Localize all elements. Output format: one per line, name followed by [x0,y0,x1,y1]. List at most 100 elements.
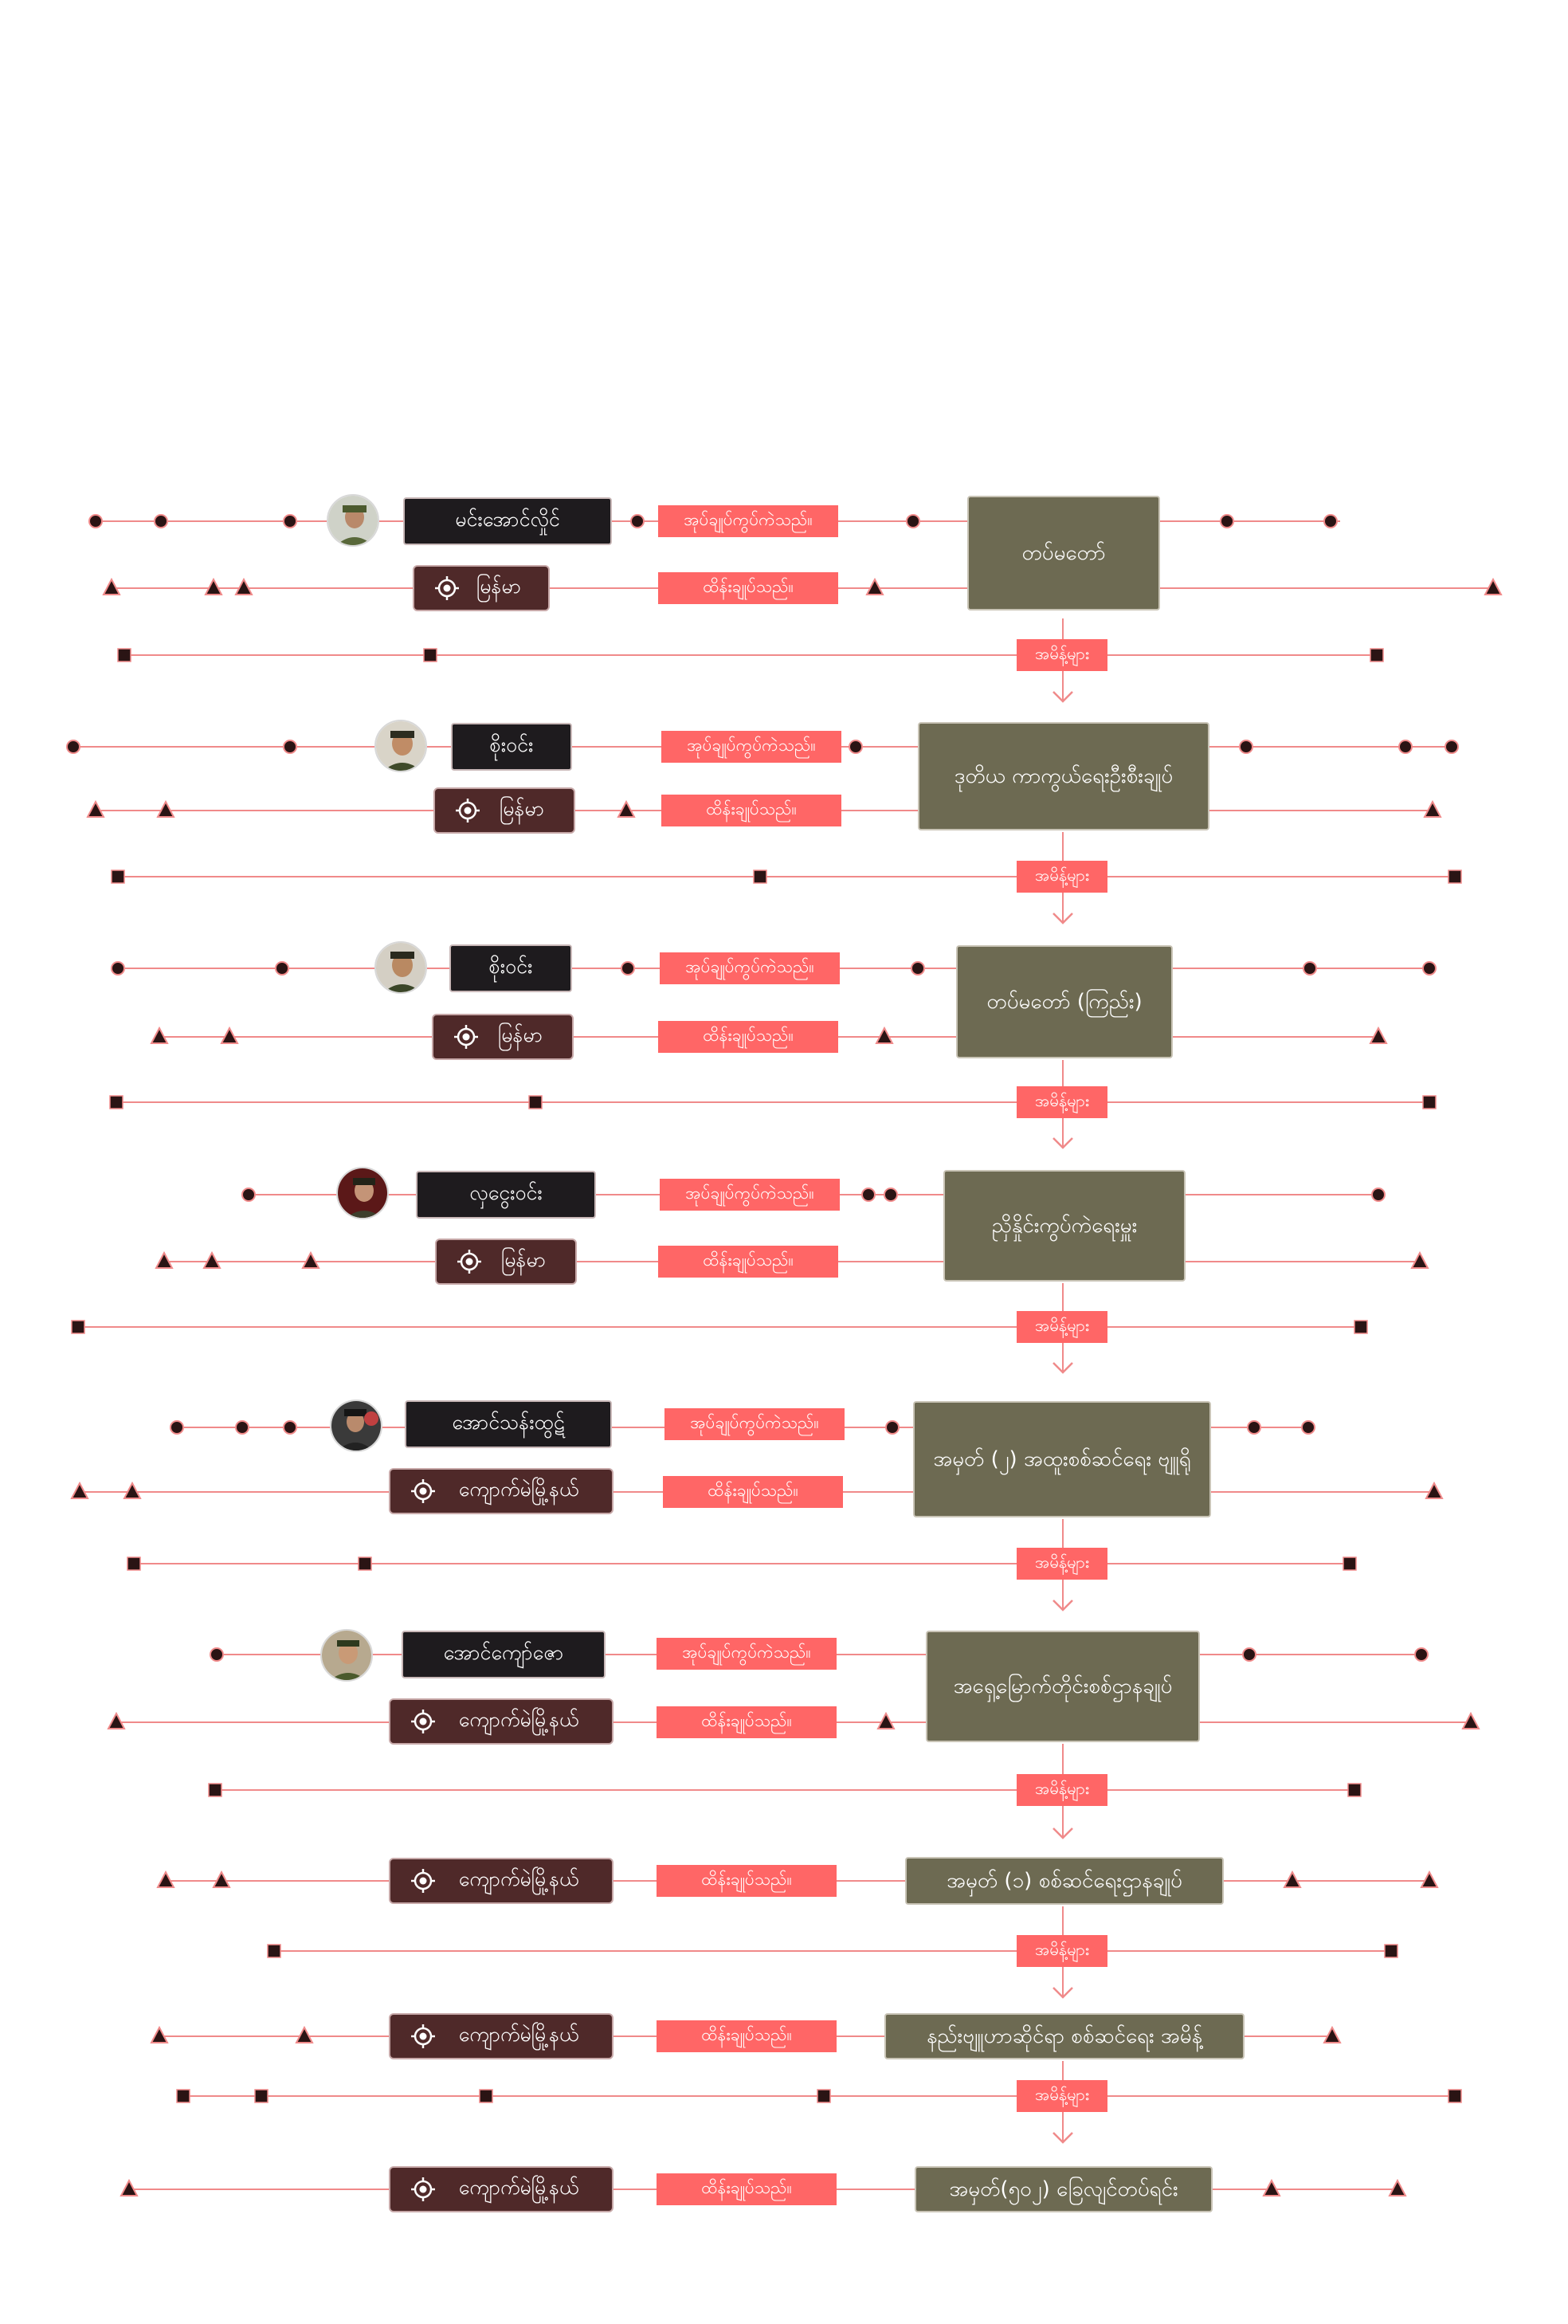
circle-marker [210,1647,224,1662]
square-marker [817,2089,831,2103]
triangle-marker [202,1250,221,1269]
triangle-marker [865,577,884,595]
place-label-8: ကျောက်မဲမြို့နယ် [458,2175,579,2199]
place-relation-label-8: ထိန်းချုပ်သည်။ [657,2173,837,2205]
triangle-marker [1425,1481,1444,1499]
square-marker [71,1320,85,1334]
location-target-icon [411,1869,435,1893]
arrow-down-icon [1053,1362,1073,1374]
circle-marker [849,740,863,754]
unit-node-8[interactable]: အမှတ်(၅၀၂) ခြေလျင်တပ်ရင်း [915,2166,1213,2212]
square-marker [1448,870,1462,884]
circle-marker [235,1420,249,1435]
person-node-4[interactable]: အောင်သန်းထွဋ် [405,1400,612,1448]
person-node-5[interactable]: အောင်ကျော်ဇော [402,1631,606,1678]
circle-marker [621,961,635,976]
location-target-icon [457,1250,481,1274]
person-avatar-2 [374,941,427,994]
connector-label-3: အမိန့်များ [1017,1311,1107,1343]
connector-label-0: အမိန့်များ [1017,639,1107,671]
square-marker [117,648,131,662]
triangle-marker [156,1870,175,1888]
circle-marker [1247,1420,1261,1435]
person-avatar-3 [336,1167,389,1219]
location-target-icon [454,1025,478,1049]
place-label-4: ကျောက်မဲမြို့နယ် [458,1477,579,1501]
place-node-2[interactable]: မြန်မာ [432,1014,574,1060]
place-node-1[interactable]: မြန်မာ [433,787,575,834]
connector-label-4: အမိန့်များ [1017,1548,1107,1580]
place-node-7[interactable]: ကျောက်မဲမြို့နယ် [389,2013,613,2059]
triangle-marker [1420,1870,1439,1888]
connector-label-6: အမိန့်များ [1017,1935,1107,1967]
unit-node-4[interactable]: အမှတ် (၂) အထူးစစ်ဆင်ရေး ဗျူရို [913,1401,1211,1517]
triangle-marker [1388,2178,1407,2196]
place-node-8[interactable]: ကျောက်မဲမြို့နယ် [389,2166,613,2212]
arrow-down-icon [1053,1987,1073,1999]
place-relation-label-4: ထိန်းချုပ်သည်။ [663,1476,843,1508]
triangle-marker [155,1250,174,1269]
connector-label-5: အမိန့်များ [1017,1774,1107,1806]
triangle-marker [204,577,223,595]
person-relation-label-1: အုပ်ချုပ်ကွပ်ကဲသည်။ [661,731,841,763]
circle-marker [911,961,925,976]
location-target-icon [411,2177,435,2201]
circle-marker [885,1420,900,1435]
arrow-down-icon [1053,2132,1073,2144]
square-marker [267,1944,281,1958]
triangle-marker [102,577,121,595]
place-node-3[interactable]: မြန်မာ [435,1239,577,1285]
circle-marker [283,740,297,754]
unit-node-0[interactable]: တပ်မတော် [967,496,1160,610]
unit-node-5[interactable]: အရှေ့မြောက်တိုင်းစစ်ဌာနချုပ် [926,1631,1200,1742]
triangle-marker [107,1711,126,1729]
person-avatar-1 [374,720,427,772]
place-node-4[interactable]: ကျောက်မဲမြို့နယ် [389,1468,613,1514]
person-relation-label-0: အုပ်ချုပ်ကွပ်ကဲသည်။ [658,505,838,537]
place-relation-label-1: ထိန်းချုပ်သည်။ [661,795,841,826]
place-label-6: ကျောက်မဲမြို့နယ် [458,1867,579,1890]
person-avatar-5 [320,1629,373,1682]
triangle-marker [150,1026,169,1044]
triangle-marker [212,1870,231,1888]
triangle-marker [1423,799,1442,818]
circle-marker [1242,1647,1256,1662]
unit-node-2[interactable]: တပ်မတော် (ကြည်း) [956,945,1173,1058]
person-node-2[interactable]: စိုးဝင်း [449,944,572,992]
person-relation-label-4: အုပ်ချုပ်ကွပ်ကဲသည်။ [664,1408,845,1440]
connector-label-7: အမိန့်များ [1017,2080,1107,2112]
place-relation-label-5: ထိန်းချုပ်သည်။ [657,1706,837,1738]
circle-marker [111,961,125,976]
triangle-marker [1484,577,1503,595]
circle-marker [66,740,80,754]
unit-node-3[interactable]: ညှိနှိုင်းကွပ်ကဲရေးမှူး [943,1170,1186,1282]
unit-node-1[interactable]: ဒုတိယ ကာကွယ်ရေးဦးစီးချုပ် [918,722,1209,830]
circle-marker [1371,1188,1386,1202]
arrow-down-icon [1053,1600,1073,1611]
triangle-marker [150,2025,169,2043]
unit-node-6[interactable]: အမှတ် (၁) စစ်ဆင်ရေးဌာနချုပ် [905,1857,1224,1905]
circle-marker [1323,514,1338,528]
circle-marker [275,961,289,976]
circle-marker [1445,740,1459,754]
person-node-1[interactable]: စိုးဝင်း [451,723,572,771]
person-avatar-0 [327,494,379,547]
person-node-0[interactable]: မင်းအောင်လှိုင် [403,497,612,545]
triangle-marker [123,1481,142,1499]
circle-marker [283,1420,297,1435]
person-node-3[interactable]: လှငွေးဝင်း [416,1171,596,1219]
place-node-0[interactable]: မြန်မာ [413,565,550,611]
arrow-down-icon [1053,913,1073,924]
circle-marker [1303,961,1317,976]
place-node-5[interactable]: ကျောက်မဲမြို့နယ် [389,1698,613,1745]
arrow-down-icon [1053,1827,1073,1839]
circle-marker [1239,740,1253,754]
unit-node-7[interactable]: နည်းဗျူဟာဆိုင်ရာ စစ်ဆင်ရေး အမိန့် [884,2013,1245,2059]
place-relation-label-2: ထိန်းချုပ်သည်။ [658,1021,838,1053]
triangle-marker [234,577,253,595]
triangle-marker [301,1250,320,1269]
place-node-6[interactable]: ကျောက်မဲမြို့နယ် [389,1858,613,1904]
square-marker [109,1095,123,1109]
